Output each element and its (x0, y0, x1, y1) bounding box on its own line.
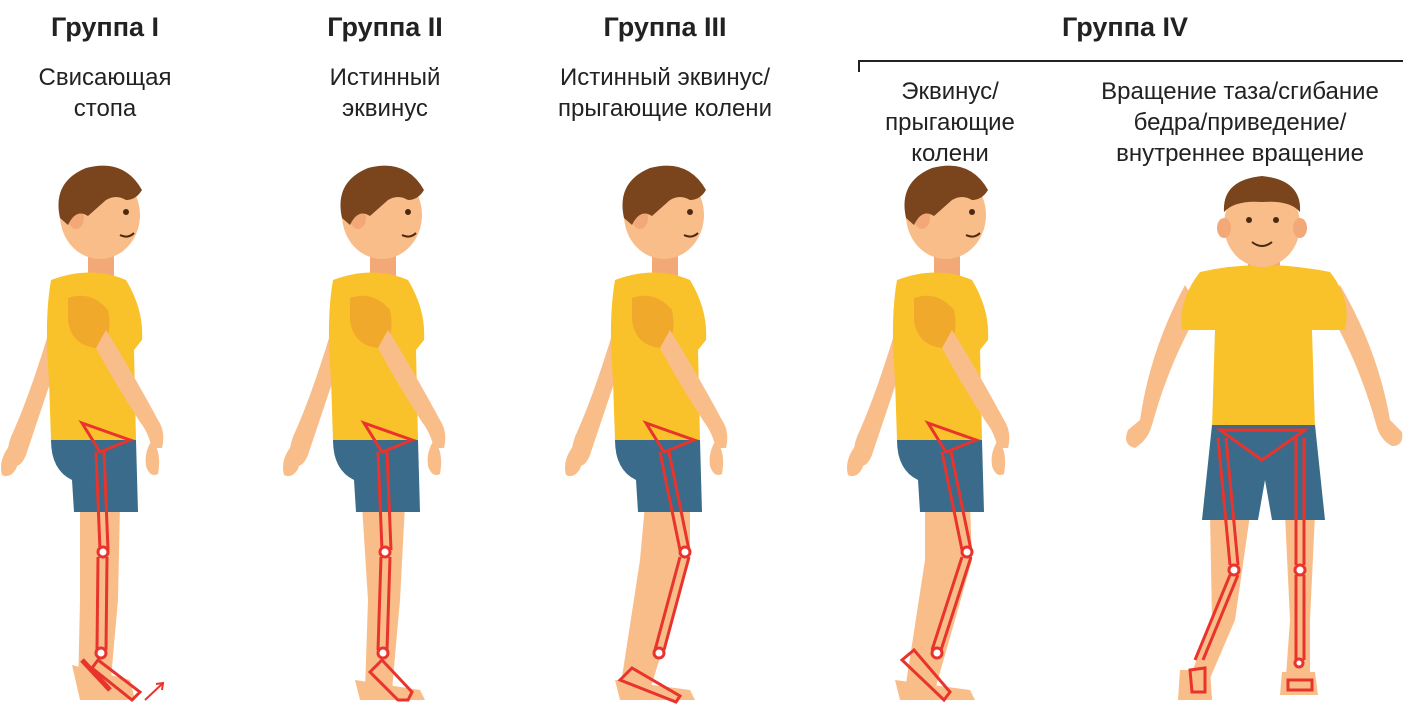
figure-group-3 (565, 166, 727, 702)
figure-group-2 (283, 166, 445, 700)
figure-group-4a (847, 166, 1009, 700)
figure-group-1 (1, 166, 163, 700)
figure-group-4b (1126, 176, 1402, 700)
